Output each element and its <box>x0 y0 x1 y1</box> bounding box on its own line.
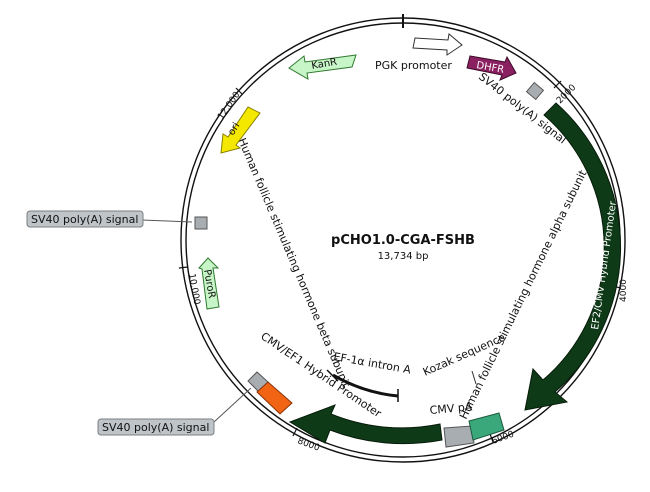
cga-label: Human follicle stimulating hormone alpha… <box>457 167 590 421</box>
kozak-leader <box>471 370 477 385</box>
plasmid-size: 13,734 bp <box>378 251 429 262</box>
ori-arrow <box>220 106 261 154</box>
sv40-polya-left-callout <box>26 210 144 228</box>
sv40-polya-bottom-leader <box>213 387 252 423</box>
cmv-ef1-promoter-arrow <box>288 404 443 445</box>
pgk-promoter-label: PGK promoter <box>375 59 452 72</box>
kanr-arrow <box>288 54 357 80</box>
tick-label: 10,000 <box>186 273 201 306</box>
cmv-pa-box <box>443 425 475 448</box>
tick-label: 4000 <box>619 279 629 302</box>
sv40-polya-left-box <box>194 216 208 230</box>
cga-green-box <box>468 412 505 441</box>
cmv-pa-label: CMV pA <box>429 400 473 417</box>
dhfr-label: DHFR <box>475 60 504 76</box>
pgk-promoter-arrow <box>412 33 463 56</box>
puror-label: PuroR <box>201 269 217 300</box>
tick-label: 12,000 <box>216 90 242 122</box>
sv40-polya-bottom-label: SV40 poly(A) signal <box>102 421 209 434</box>
plasmid-name: pCHO1.0-CGA-FSHB <box>331 233 475 248</box>
ef1a-intron-arc <box>332 373 399 398</box>
tick-label: 2000 <box>555 83 578 106</box>
kanr-label: KanR <box>311 57 338 72</box>
ef1a-intron-cap-left <box>326 369 339 382</box>
sv40-polya-left-leader <box>141 219 193 223</box>
sv40-polya-left-label: SV40 poly(A) signal <box>31 213 138 226</box>
dhfr-arrow <box>466 55 517 81</box>
ef2-cmv-promoter-arrow <box>524 102 621 411</box>
sv40-polya-bottom-callout <box>97 418 215 436</box>
puror-arrow <box>198 257 220 310</box>
fshb-orange-box <box>256 381 293 415</box>
sv40-polya-top-box <box>525 81 545 101</box>
